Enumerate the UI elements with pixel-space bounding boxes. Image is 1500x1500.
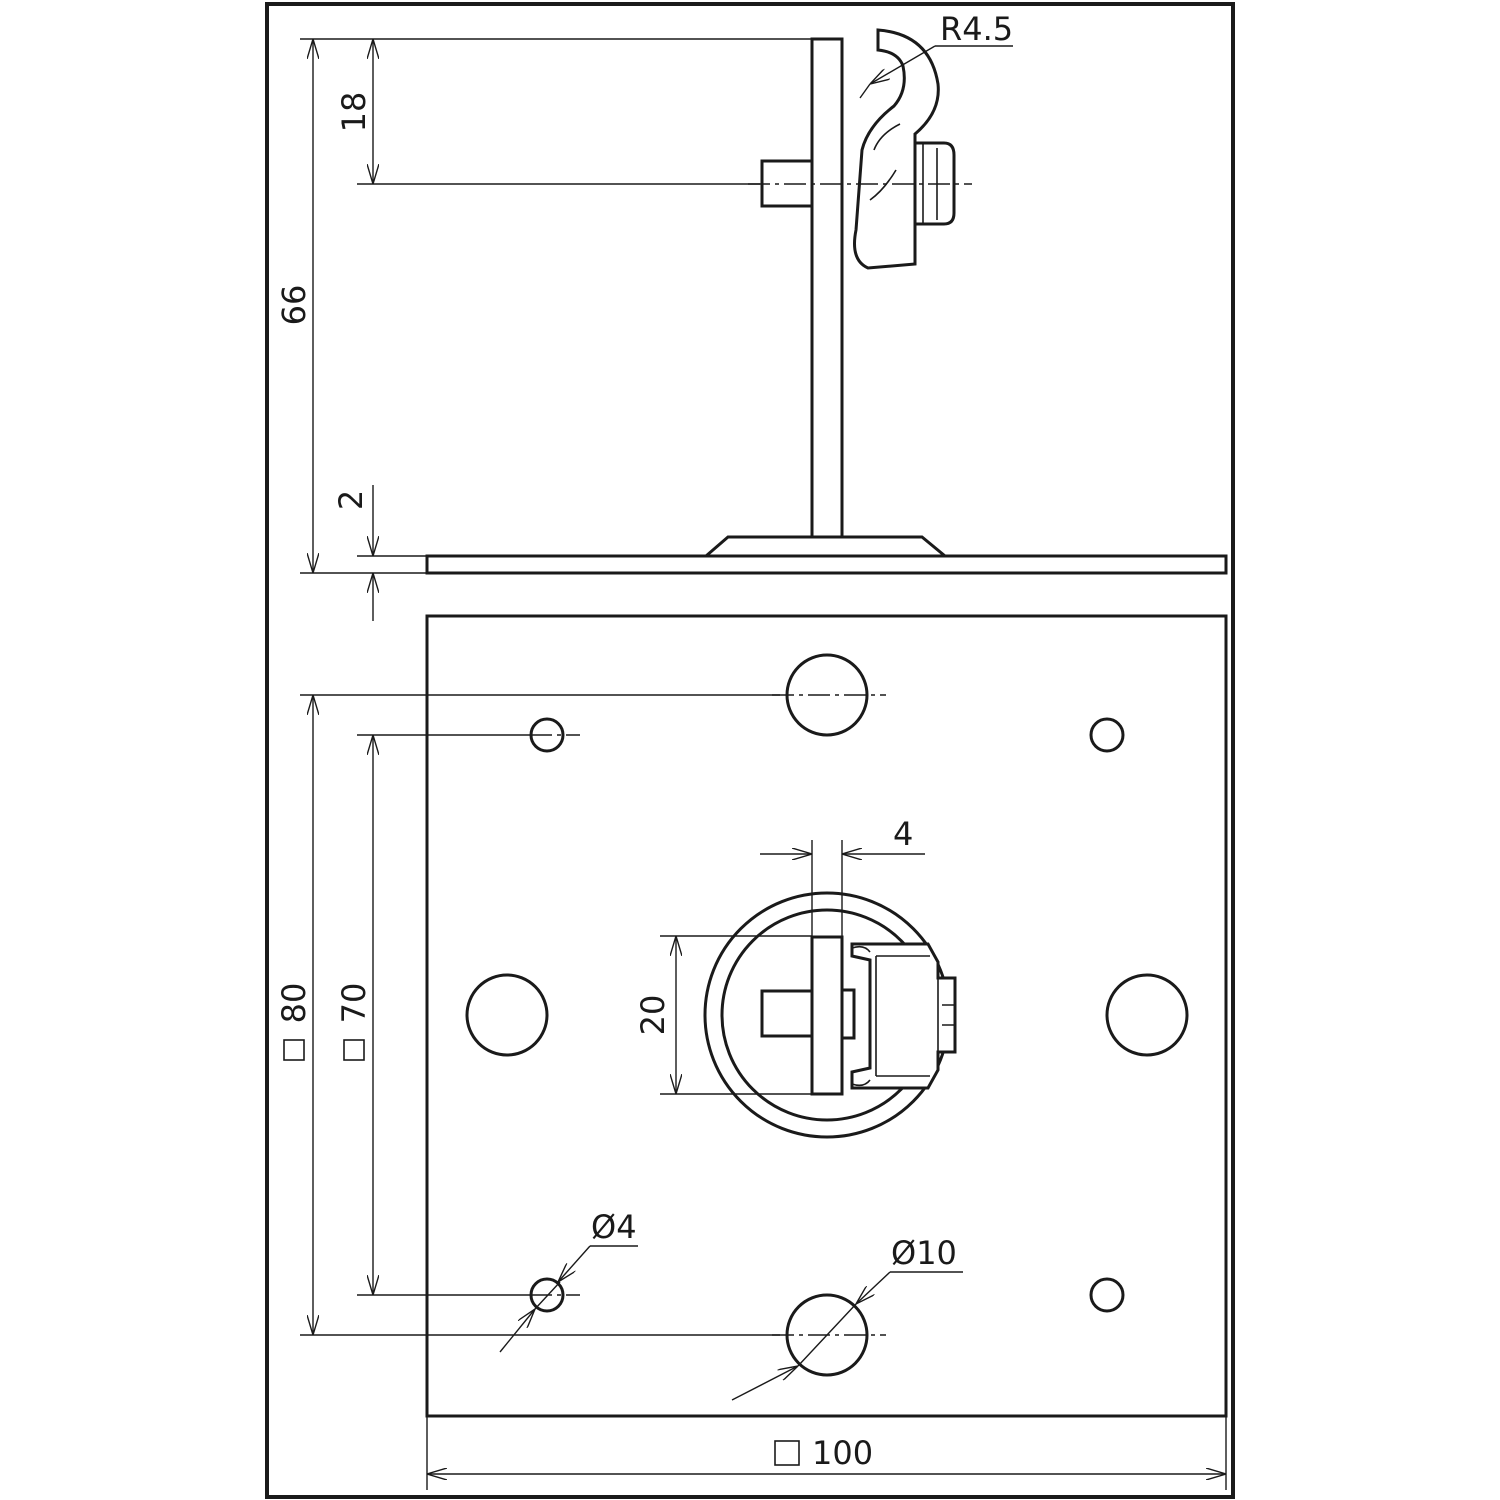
side-weld-collar (701, 535, 950, 558)
square-symbol-70 (343, 1039, 365, 1061)
square-symbol-100 (774, 1440, 800, 1466)
side-base-plate (425, 554, 1228, 575)
dim-label-18: 18 (335, 92, 373, 133)
hole-large-left (465, 973, 549, 1057)
top-rod-section (810, 935, 844, 1096)
hole-large-right (1105, 973, 1189, 1057)
side-view: 18 66 2 R4.5 (275, 10, 1228, 621)
hole-small-top-right (1089, 717, 1125, 753)
top-nut (850, 942, 957, 1090)
dim-label-4: 4 (893, 815, 913, 853)
drawing-frame (265, 2, 1235, 1499)
hole-small-bottom-right (1089, 1277, 1125, 1313)
side-hook-clamp (853, 28, 940, 270)
dim-label-2: 2 (332, 490, 370, 510)
dim-label-d10: Ø10 (891, 1234, 957, 1272)
dim-label-66: 66 (275, 285, 313, 326)
dim-label-d4: Ø4 (591, 1208, 637, 1246)
dim-label-70: 70 (335, 983, 373, 1024)
dim-label-100: 100 (812, 1434, 873, 1472)
side-vertical-rod (810, 37, 844, 539)
dim-label-20: 20 (634, 995, 672, 1036)
dim-label-80: 80 (275, 983, 313, 1024)
dim-label-r45: R4.5 (940, 10, 1013, 48)
square-symbol-80 (283, 1039, 305, 1061)
top-view: 80 70 20 4 Ø4 Ø10 100 (275, 614, 1228, 1490)
top-bolt (760, 989, 814, 1038)
